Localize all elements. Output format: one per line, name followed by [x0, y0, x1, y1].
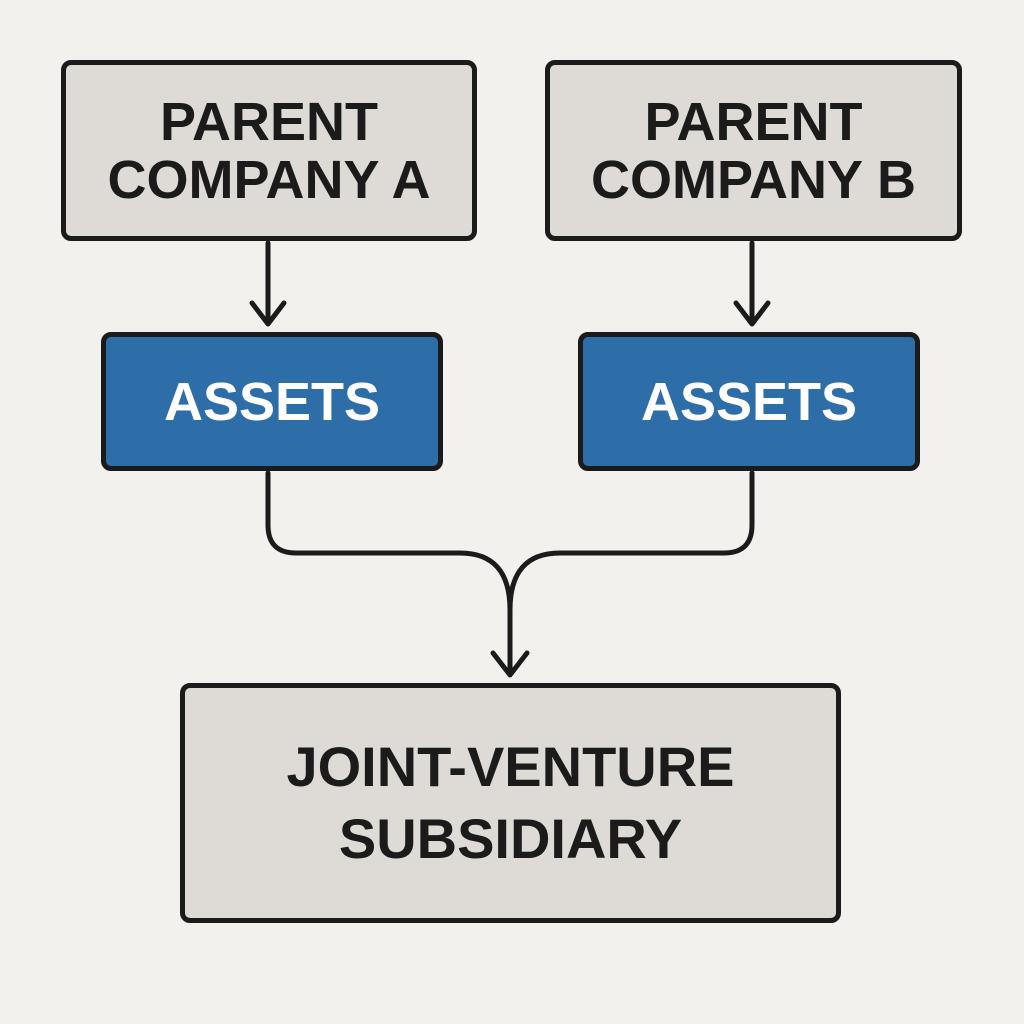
parent-company-a-box: PARENT COMPANY A [61, 60, 477, 241]
arrowhead-joint-venture [490, 650, 530, 678]
assets-b-box: ASSETS [578, 332, 920, 471]
parent-company-b-label: PARENT COMPANY B [590, 91, 917, 210]
joint-venture-subsidiary-box: JOINT-VENTURE SUBSIDIARY [180, 683, 841, 923]
assets-a-box: ASSETS [101, 332, 443, 471]
edge-assets-b-to-joint-venture [507, 470, 755, 613]
parent-company-a-label: PARENT COMPANY A [107, 91, 431, 210]
assets-a-label: ASSETS [163, 371, 381, 432]
assets-b-label: ASSETS [640, 371, 858, 432]
edge-assets-a-to-joint-venture [265, 470, 513, 675]
parent-company-b-box: PARENT COMPANY B [545, 60, 962, 241]
joint-venture-subsidiary-label: JOINT-VENTURE SUBSIDIARY [286, 735, 735, 870]
arrowhead-assets-a [249, 300, 287, 327]
arrowhead-assets-b [733, 300, 771, 327]
